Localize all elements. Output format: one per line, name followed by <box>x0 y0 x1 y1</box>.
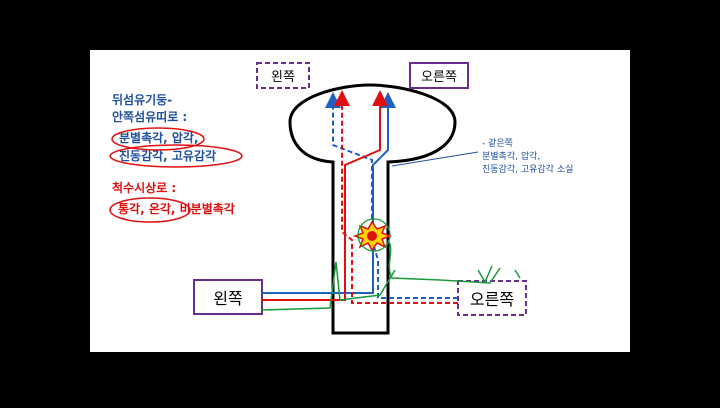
top-right-label: 오른쪽 <box>421 70 457 85</box>
top-right-box <box>409 62 469 89</box>
green-path-check <box>477 265 521 284</box>
bottom-right-label: 오른쪽 <box>470 290 514 309</box>
dcml-left-tract <box>262 92 396 294</box>
spinothalamic-highlight <box>109 197 191 223</box>
dcml-title-line2: 안쪽섬유띠로 : <box>112 109 187 124</box>
top-left-label: 왼쪽 <box>271 70 295 85</box>
annotation-line3: 진동감각, 고유감각 소실 <box>482 163 573 175</box>
dcml-title-line1: 뒤섬유기둥- <box>112 92 172 107</box>
spinothalamic-left-tract <box>262 90 388 301</box>
annotation-pointer <box>391 151 479 167</box>
annotation-line2: 분별촉각, 압각, <box>482 150 540 162</box>
dcml-items-line1: 분별촉각, 압각, <box>119 130 199 145</box>
cord-outline <box>288 83 457 335</box>
bottom-left-box <box>193 279 263 315</box>
top-left-box <box>256 62 310 89</box>
bottom-left-label: 왼쪽 <box>213 289 242 308</box>
dcml-highlight-1 <box>111 127 205 151</box>
lesion-burst-icon <box>352 220 393 252</box>
dcml-highlight-2 <box>109 144 243 168</box>
spinothalamic-items: 통각, 온각, 비분별촉각 <box>118 201 235 216</box>
green-path-lower <box>261 261 396 311</box>
spinothalamic-title: 척수시상로 : <box>112 180 176 195</box>
annotation-line1: - 같은쪽 <box>482 137 513 149</box>
green-path-upper <box>387 239 501 284</box>
lesion-circle <box>357 218 391 252</box>
dcml-items-line2: 진동감각, 고유감각 <box>119 148 216 163</box>
spinothalamic-right-tract <box>334 90 458 304</box>
canvas-background <box>90 50 630 352</box>
